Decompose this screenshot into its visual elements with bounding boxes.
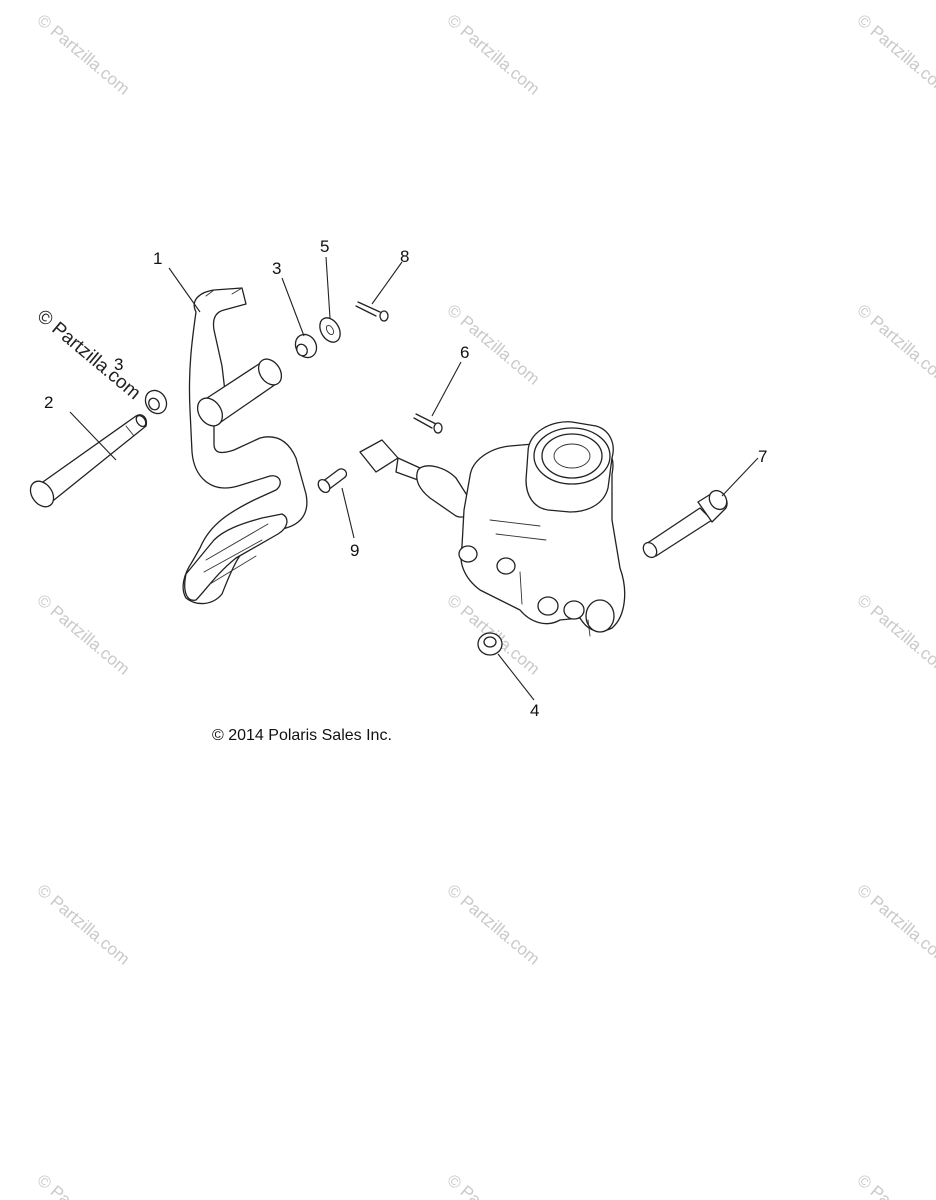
leader-lines (69, 256, 759, 701)
watermark: © Partzilla.com (853, 301, 936, 389)
watermark: © Partzilla.com (33, 1171, 133, 1200)
flat-washer (319, 317, 341, 343)
watermark: © Partzilla.com (443, 11, 543, 99)
watermark: © Partzilla.com (853, 881, 936, 969)
watermark: © Partzilla.com (853, 11, 936, 99)
watermark: © Partzilla.com (33, 591, 133, 679)
pivot-pin (29, 414, 148, 508)
watermark: © Partzilla.com (443, 301, 543, 389)
mounting-bolt (642, 489, 728, 559)
callout-7: 7 (758, 447, 767, 466)
callout-4: 4 (530, 701, 539, 720)
callout-9: 9 (350, 541, 359, 560)
callout-2: 2 (44, 393, 53, 412)
callout-3-left: 3 (114, 355, 123, 374)
cotter-pin-upper (355, 301, 389, 322)
callout-8: 8 (400, 247, 409, 266)
callout-6: 6 (460, 343, 469, 362)
bushing-right (294, 333, 318, 359)
brake-pedal (182, 287, 308, 605)
watermark: © Partzilla.com (853, 591, 936, 679)
watermark-dark: © Partzilla.com (33, 306, 145, 404)
watermark: © Partzilla.com (853, 1171, 936, 1200)
clevis-pin (317, 468, 348, 494)
master-cylinder (359, 421, 626, 637)
watermark: © Partzilla.com (443, 1171, 543, 1200)
watermark: © Partzilla.com (33, 11, 133, 99)
watermark: © Partzilla.com (443, 881, 543, 969)
callout-3-right: 3 (272, 259, 281, 278)
callout-labels: 1 2 3 3 5 8 6 7 9 4 (44, 237, 767, 720)
watermark-layer: © Partzilla.com © Partzilla.com © Partzi… (33, 11, 936, 1200)
cotter-pin-lower (413, 413, 443, 434)
copyright-notice: © 2014 Polaris Sales Inc. (212, 727, 392, 744)
flange-nut (477, 632, 503, 656)
callout-5: 5 (320, 237, 329, 256)
callout-1: 1 (153, 249, 162, 268)
watermark: © Partzilla.com (33, 881, 133, 969)
bushing-left (144, 389, 168, 415)
